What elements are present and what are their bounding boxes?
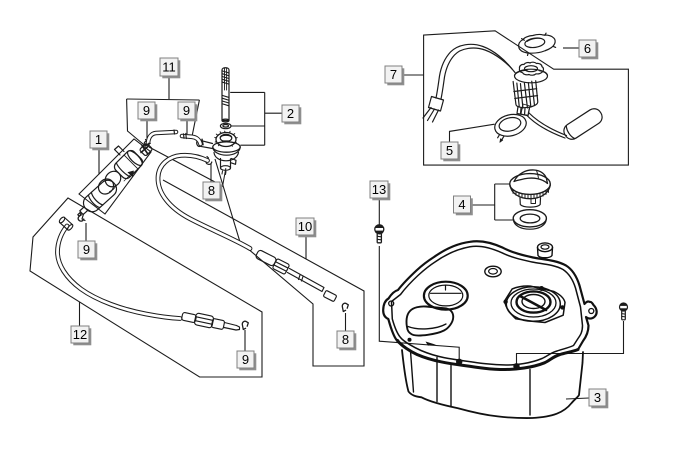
svg-text:9: 9 — [143, 103, 150, 118]
svg-text:13: 13 — [372, 182, 386, 197]
svg-text:12: 12 — [73, 327, 87, 342]
svg-text:3: 3 — [594, 390, 601, 405]
svg-text:1: 1 — [95, 132, 102, 147]
svg-text:9: 9 — [242, 352, 249, 367]
svg-text:8: 8 — [208, 183, 215, 198]
svg-text:9: 9 — [83, 242, 90, 257]
svg-text:2: 2 — [287, 106, 294, 121]
svg-text:4: 4 — [458, 197, 465, 212]
svg-text:6: 6 — [584, 41, 591, 56]
svg-text:11: 11 — [162, 60, 176, 75]
svg-text:10: 10 — [298, 219, 312, 234]
svg-text:7: 7 — [390, 67, 397, 82]
svg-text:5: 5 — [446, 143, 453, 158]
svg-text:8: 8 — [342, 332, 349, 347]
svg-text:9: 9 — [183, 103, 190, 118]
